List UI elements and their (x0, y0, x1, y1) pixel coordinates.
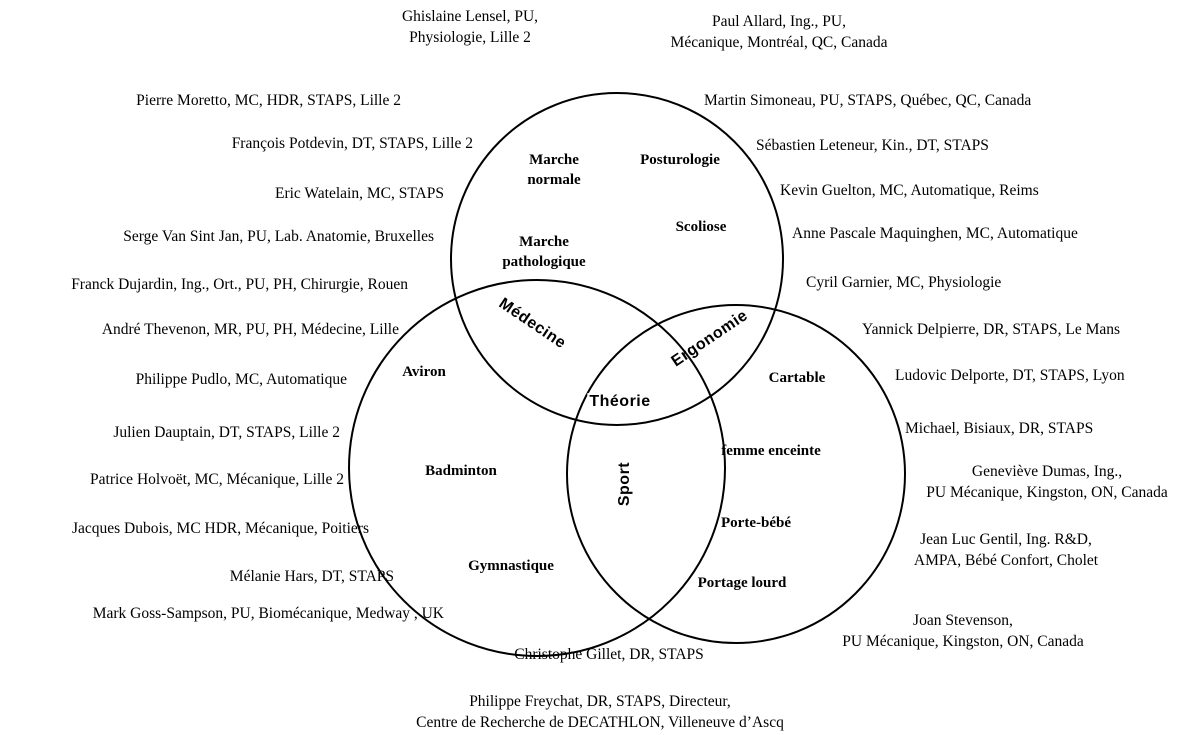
topic-porte-bebe: Porte-bébé (721, 515, 791, 531)
person-stevenson-line2: PU Mécanique, Kingston, ON, Canada (842, 633, 1084, 650)
person-pudlo: Philippe Pudlo, MC, Automatique (135, 371, 347, 388)
person-dumas: Geneviève Dumas, Ing., PU Mécanique, Kin… (926, 461, 1168, 503)
person-allard-line1: Paul Allard, Ing., PU, (712, 13, 846, 30)
person-freychat-line2: Centre de Recherche de DECATHLON, Villen… (416, 714, 784, 731)
person-dubois: Jacques Dubois, MC HDR, Mécanique, Poiti… (71, 520, 369, 537)
person-gentil-line2: AMPA, Bébé Confort, Cholet (913, 552, 1099, 569)
region-theorie: Théorie (587, 393, 653, 411)
person-bisiaux: Michael, Bisiaux, DR, STAPS (905, 420, 1094, 437)
person-hars: Mélanie Hars, DT, STAPS (229, 568, 394, 585)
person-maquinghen: Anne Pascale Maquinghen, MC, Automatique (792, 225, 1078, 242)
topic-femme-enceinte: femme enceinte (721, 443, 821, 459)
person-thevenon: André Thevenon, MR, PU, PH, Médecine, Li… (101, 321, 399, 338)
person-simoneau: Martin Simoneau, PU, STAPS, Québec, QC, … (704, 92, 1032, 109)
topic-gymnastique: Gymnastique (468, 558, 554, 574)
topic-aviron: Aviron (402, 364, 446, 380)
person-lensel: Ghislaine Lensel, PU, Physiologie, Lille… (402, 6, 538, 48)
topic-cartable: Cartable (768, 370, 826, 386)
person-gentil-line1: Jean Luc Gentil, Ing. R&D, (920, 531, 1092, 548)
person-vansintjan: Serge Van Sint Jan, PU, Lab. Anatomie, B… (123, 228, 434, 245)
person-stevenson-line1: Joan Stevenson, (913, 612, 1013, 629)
left-circle (348, 279, 726, 657)
person-stevenson: Joan Stevenson, PU Mécanique, Kingston, … (842, 610, 1084, 652)
person-lensel-line2: Physiologie, Lille 2 (409, 29, 531, 46)
person-freychat-line1: Philippe Freychat, DR, STAPS, Directeur, (469, 693, 731, 710)
person-holvoet: Patrice Holvoët, MC, Mécanique, Lille 2 (90, 471, 344, 488)
person-lensel-line1: Ghislaine Lensel, PU, (401, 8, 539, 25)
person-allard: Paul Allard, Ing., PU, Mécanique, Montré… (671, 11, 888, 53)
person-allard-line2: Mécanique, Montréal, QC, Canada (670, 34, 888, 51)
right-circle (566, 304, 906, 644)
person-delpierre: Yannick Delpierre, DR, STAPS, Le Mans (862, 321, 1121, 338)
person-dauptain: Julien Dauptain, DT, STAPS, Lille 2 (113, 424, 340, 441)
person-delporte: Ludovic Delporte, DT, STAPS, Lyon (895, 367, 1125, 384)
person-moretto: Pierre Moretto, MC, HDR, STAPS, Lille 2 (136, 92, 401, 109)
topic-portage-lourd: Portage lourd (697, 575, 787, 591)
topic-marche-pathologique-line1: Marche (519, 234, 569, 250)
person-gillet: Christophe Gillet, DR, STAPS (514, 646, 704, 663)
person-dujardin: Franck Dujardin, Ing., Ort., PU, PH, Chi… (71, 276, 408, 293)
person-watelain: Eric Watelain, MC, STAPS (274, 185, 444, 202)
topic-marche-pathologique-line2: pathologique (502, 254, 586, 270)
topic-marche-normale: Marche normale (527, 150, 580, 190)
topic-posturologie: Posturologie (640, 152, 720, 168)
person-gentil: Jean Luc Gentil, Ing. R&D, AMPA, Bébé Co… (914, 529, 1098, 571)
topic-marche-normale-line1: Marche (529, 152, 579, 168)
person-guelton: Kevin Guelton, MC, Automatique, Reims (780, 182, 1039, 199)
topic-scoliose: Scoliose (675, 219, 727, 235)
topic-badminton: Badminton (425, 463, 497, 479)
person-leteneur: Sébastien Leteneur, Kin., DT, STAPS (756, 137, 989, 154)
person-freychat: Philippe Freychat, DR, STAPS, Directeur,… (416, 691, 784, 733)
person-garnier: Cyril Garnier, MC, Physiologie (806, 274, 1002, 291)
person-dumas-line2: PU Mécanique, Kingston, ON, Canada (926, 484, 1168, 501)
person-dumas-line1: Geneviève Dumas, Ing., (971, 463, 1123, 480)
topic-marche-normale-line2: normale (527, 172, 581, 188)
person-potdevin: François Potdevin, DT, STAPS, Lille 2 (231, 135, 473, 152)
top-circle (450, 92, 784, 426)
topic-marche-pathologique: Marche pathologique (502, 232, 585, 272)
region-sport: Sport (616, 459, 634, 509)
person-gosssampson: Mark Goss-Sampson, PU, Biomécanique, Med… (92, 605, 444, 622)
